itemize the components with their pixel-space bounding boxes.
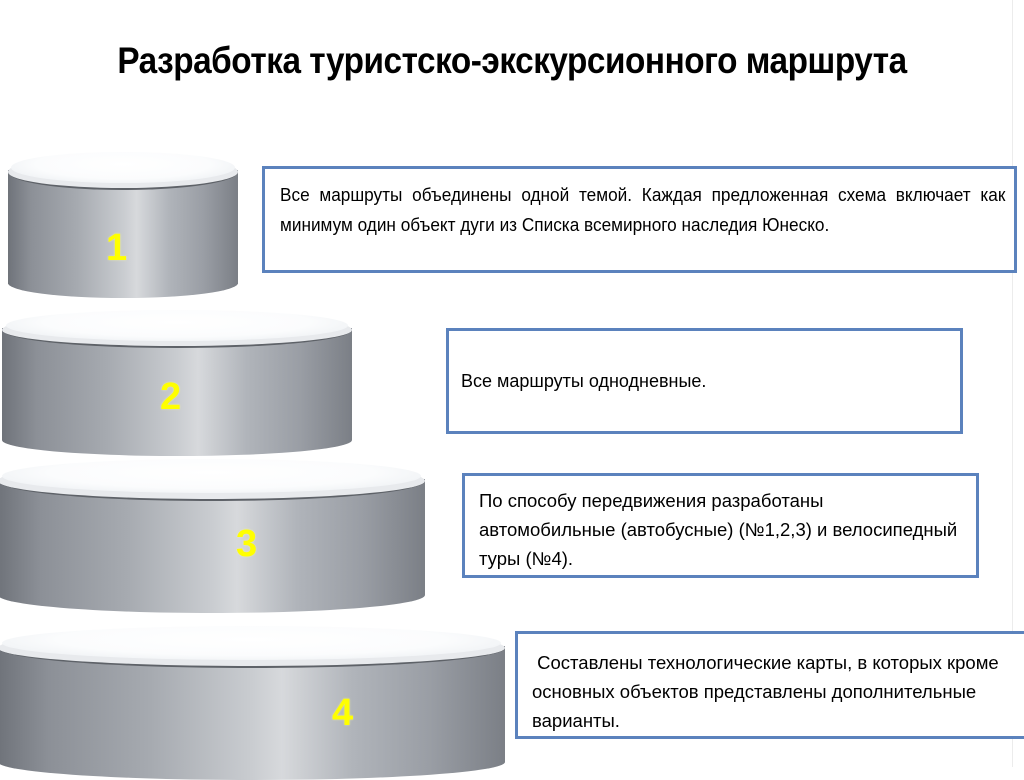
slide-edge-line [1012, 0, 1013, 767]
step-2-number: 2 [160, 376, 182, 418]
step-1-text: Все маршруты объединены одной темой. Каж… [280, 184, 1006, 235]
step-2-cylinder: 2 [2, 310, 352, 458]
step-4-textbox: Составлены технологические карты, в кото… [515, 631, 1024, 739]
step-3-text: По способу передвижения разработаны авто… [479, 490, 958, 569]
slide-title: Разработка туристско-экскурсионного марш… [117, 40, 907, 81]
step-1-number: 1 [106, 227, 128, 269]
step-4-cylinder: 4 [0, 626, 505, 780]
step-1-cylinder: 1 [8, 152, 238, 302]
step-3-number: 3 [236, 523, 258, 565]
step-4-text: Составлены технологические карты, в кото… [532, 652, 1004, 731]
step-4-number: 4 [332, 692, 354, 734]
step-2-text: Все маршруты однодневные. [461, 371, 707, 391]
step-1-textbox: Все маршруты объединены одной темой. Каж… [262, 166, 1017, 273]
step-3-cylinder: 3 [0, 459, 425, 615]
step-3-textbox: По способу передвижения разработаны авто… [462, 473, 979, 578]
step-2-textbox: Все маршруты однодневные. [446, 328, 963, 434]
